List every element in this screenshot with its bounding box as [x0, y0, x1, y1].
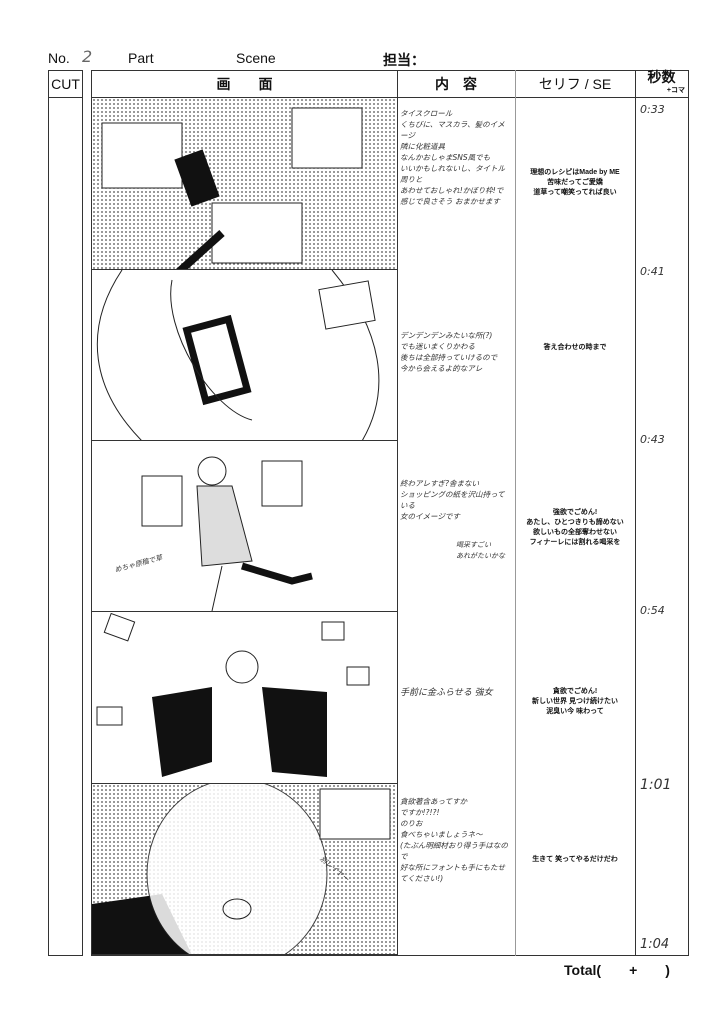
- serif-header: セリフ / SE: [515, 70, 635, 98]
- no-label: No.: [48, 50, 70, 66]
- serif-text: 理想のレシピはMade by ME 苦味だってご愛嬌 道草って嘲笑ってれば良い: [530, 169, 620, 196]
- panel-4-sketch: [96, 612, 370, 777]
- divider: [397, 70, 398, 956]
- serif-text: 答え合わせの時まで: [543, 344, 607, 351]
- bubble-note: 喝采すごい あれがたいかな: [456, 541, 505, 560]
- divider: [635, 70, 636, 956]
- time-header-label: 秒数: [647, 68, 676, 85]
- divider: [515, 70, 516, 956]
- scene-label: Scene: [236, 50, 276, 66]
- panel-1-sketch: [101, 107, 363, 269]
- panel-2-sketch: [96, 270, 380, 440]
- content-note: 手前に金ふらせる 強女: [400, 688, 493, 698]
- total-label: Total( + ): [564, 962, 670, 978]
- serif-text: 貪欲でごめん! 新しい世界 見つけ続けたい 泥臭い今 味わって: [532, 688, 618, 715]
- content-note: 貪欲著含あってすか ですか!?!?! のりお 食べちゃいましょうネ〜 (たぶん明…: [400, 797, 508, 883]
- panel-4: [92, 612, 397, 784]
- time-mark: 0:33: [640, 103, 665, 116]
- time-mark: 1:01: [640, 777, 672, 793]
- time-mark: 0:54: [640, 604, 665, 617]
- content-header: 内 容: [397, 70, 515, 98]
- screen-header: 画 面: [92, 70, 397, 98]
- panel-5-sketch: [92, 784, 391, 954]
- storyboard-table: [91, 70, 689, 956]
- content-note: 終わアレすぎ?舎まない ショッピングの紙を沢山持っている 女のイメージです: [400, 479, 505, 521]
- panel-1: [92, 98, 397, 270]
- panel-3-sketch: [141, 456, 313, 611]
- panel-2: [92, 270, 397, 441]
- panel-5: 別レイヤー: [92, 784, 397, 955]
- cut-column: [48, 70, 83, 956]
- time-header: 秒数 +コマ: [635, 70, 688, 98]
- staff-label: 担当：: [383, 52, 425, 68]
- time-mark: 0:41: [640, 265, 665, 278]
- serif-text: 強欲でごめん! あたし、ひとつきりも諦めない 欲しいもの全部奪わせない フィナー…: [526, 509, 624, 546]
- content-note: デンデンデンみたいな所(?) でも迷いまくりかわる 後ちは全部持っていけるので …: [400, 331, 498, 373]
- no-value: 2: [82, 47, 93, 66]
- serif-text: 生きて 笑ってやるだけだわ: [532, 856, 618, 863]
- part-label: Part: [128, 50, 154, 66]
- time-header-sub: +コマ: [666, 86, 685, 94]
- end-time-mark: 1:04: [640, 937, 670, 952]
- time-mark: 0:43: [640, 433, 665, 446]
- cut-header: CUT: [48, 70, 83, 98]
- panel-3: めちゃ原稿で草: [92, 441, 397, 612]
- content-note: タイスクロール くちびに、マスカラ、髪のイメージ 隣に化粧道具 なんかおしゃまS…: [400, 109, 505, 206]
